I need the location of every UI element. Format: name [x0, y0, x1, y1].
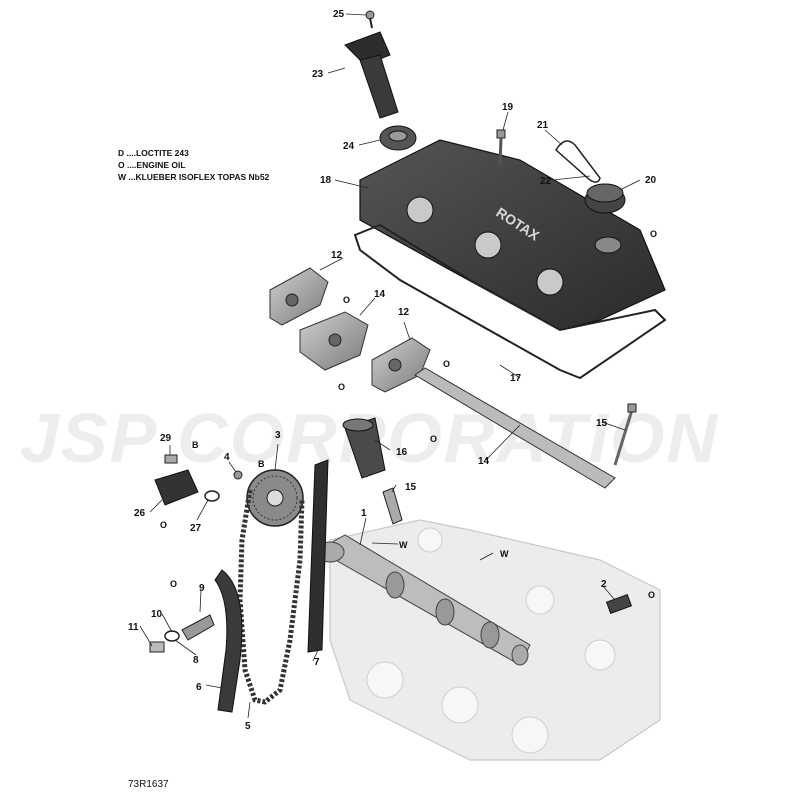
callout-11: 11: [128, 622, 139, 633]
callout-17: 16: [396, 447, 408, 458]
ref-oil-27: O: [160, 520, 167, 530]
callout-12-right: 12: [398, 307, 410, 318]
callout-10: 10: [151, 609, 163, 620]
callout-9: 9: [199, 583, 205, 594]
ref-oil-12b: O: [443, 359, 450, 369]
callout-22: 21: [537, 120, 549, 131]
callout-27: 26: [134, 508, 146, 519]
rocker-shaft: [414, 367, 616, 489]
cover-plate: [605, 593, 633, 615]
callout-19: 18: [320, 175, 332, 186]
callout-6: 6: [196, 682, 202, 693]
oil-filler-cap: [584, 183, 626, 214]
callout-7: 7: [314, 657, 320, 668]
ref-blue-29: B: [192, 440, 199, 450]
callout-2: 2: [601, 579, 607, 590]
legend-loctite: D ....LOCTITE 243: [118, 148, 189, 158]
callout-23: 22: [540, 176, 552, 187]
tensioner-guide: [214, 569, 243, 713]
lubricant-refs: O O O O O O O O B B W W: [160, 229, 657, 600]
chain-guide: [307, 459, 329, 653]
callout-5: 5: [245, 721, 251, 732]
callout-29: 29: [160, 433, 172, 444]
callout-4: 4: [224, 452, 230, 463]
cover-bolt: [496, 129, 506, 166]
rocker-arm-center: [299, 311, 369, 371]
callout-3: 3: [275, 430, 281, 441]
spark-plug-grommet: [379, 125, 417, 151]
callout-1: 1: [361, 508, 367, 519]
callout-8: 8: [193, 655, 199, 666]
lubricant-legend: D ....LOCTITE 243 O ....ENGINE OIL W ...…: [118, 147, 269, 183]
ref-blue-4: B: [258, 459, 265, 469]
callout-12-left: 12: [331, 250, 343, 261]
callout-18: 17: [510, 373, 522, 384]
sprocket-bolt: [233, 470, 243, 480]
legend-klueber: W ...KLUEBER ISOFLEX TOPAS Nb52: [118, 172, 270, 182]
callout-28: 27: [190, 523, 202, 534]
legend-engine-oil: O ....ENGINE OIL: [118, 160, 186, 170]
callout-numbers: 25 23 24 19 21 22 20 18 12 14 12 17 15 1…: [128, 9, 657, 732]
ignition-coil: [344, 31, 399, 119]
ref-oil-13: O: [338, 382, 345, 392]
chain-tensioner: [149, 614, 215, 653]
callout-13: 14: [374, 289, 386, 300]
callout-21: 20: [645, 175, 657, 186]
ref-oil-17: O: [430, 434, 437, 444]
rocker-arm-right: [371, 337, 431, 393]
valve-cover: ROTAX: [359, 139, 666, 331]
camshaft-sprocket: [246, 469, 304, 527]
callout-26: 25: [333, 9, 345, 20]
callout-14: 14: [478, 456, 490, 467]
ref-oil-9: O: [170, 579, 177, 589]
valve-cover-gasket: [353, 223, 667, 380]
camshaft-position-sensor: [154, 454, 220, 506]
callout-16: 15: [405, 482, 417, 493]
leader-lines: [139, 13, 641, 719]
callout-15: 15: [596, 418, 608, 429]
shaft-bolt: [613, 403, 637, 466]
callout-25: 24: [343, 141, 355, 152]
ref-oil-2: O: [648, 590, 655, 600]
ref-grease-1: W: [399, 540, 408, 550]
drawing-code: 73R1637: [128, 779, 169, 790]
valve-tappet: [342, 417, 386, 479]
timing-chain: [237, 489, 305, 705]
coil-bolt: [365, 10, 375, 29]
rocker-arm-left: [269, 267, 329, 326]
ref-grease-cam: W: [500, 549, 509, 559]
ref-oil-12a: O: [343, 295, 350, 305]
ref-oil-21: O: [650, 229, 657, 239]
callout-24: 23: [312, 69, 324, 80]
breather-hose-clip: [555, 140, 601, 183]
spark-plug: [382, 487, 403, 525]
callout-20: 19: [502, 102, 514, 113]
